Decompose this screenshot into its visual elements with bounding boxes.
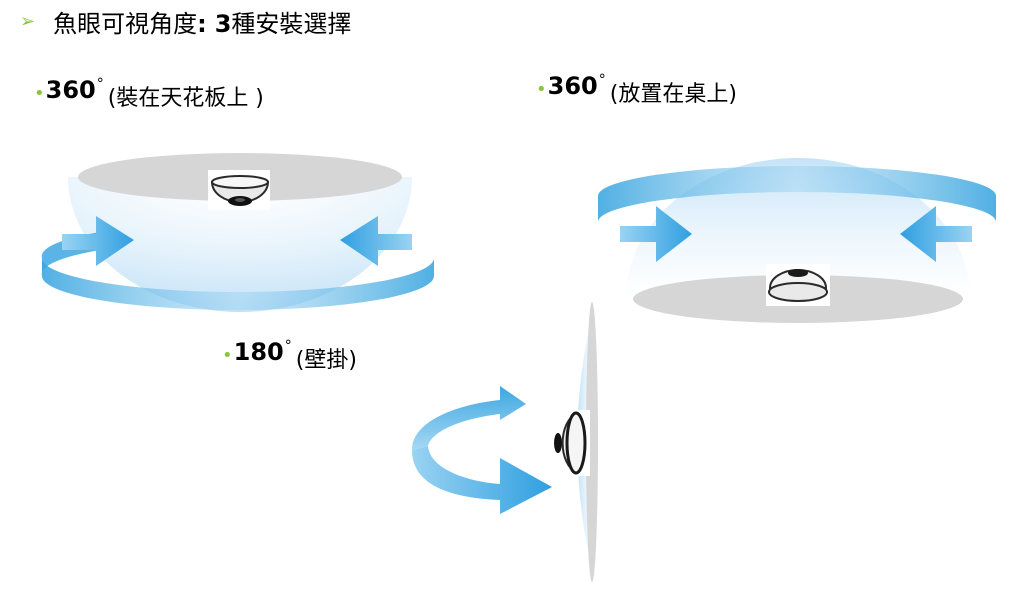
- bullet-icon: •: [34, 83, 45, 104]
- ceiling-arrow-left: [340, 216, 412, 266]
- desk-arrow-right: [620, 206, 692, 262]
- slide-title: ➢ 魚眼可視角度:3種安裝選擇: [20, 4, 351, 38]
- title-number: 3: [214, 9, 232, 38]
- angle-value: 360: [45, 76, 96, 104]
- bullet-icon: •: [536, 79, 547, 100]
- angle-value: 180: [233, 338, 284, 366]
- title-prefix: 魚眼可視角度: [53, 9, 198, 38]
- bullet-icon: •: [222, 345, 233, 366]
- desk-mount-illustration: [598, 158, 996, 323]
- title-text: 魚眼可視角度:3種安裝選擇: [53, 4, 351, 39]
- angle-value: 360: [547, 72, 598, 100]
- mount-caption: (裝在天花板上 ): [107, 86, 264, 111]
- ceiling-mount-label: • 360 ° (裝在天花板上 ): [34, 76, 264, 112]
- degree-symbol: °: [598, 72, 606, 88]
- mount-caption: (壁掛): [295, 348, 357, 373]
- wall-camera: [550, 410, 590, 476]
- ceiling-camera: [208, 170, 270, 210]
- ceiling-rotation-ring: [42, 258, 434, 310]
- wall-mount-label: • 180 ° (壁掛): [222, 338, 357, 374]
- mount-caption: (放置在桌上): [609, 82, 737, 107]
- title-colon: :: [197, 9, 207, 38]
- ceiling-mount-illustration: [41, 153, 434, 312]
- wall-surface: [586, 302, 598, 582]
- ceiling-arrow-right: [62, 216, 134, 266]
- ceiling-dome: [68, 177, 412, 312]
- desk-mount-label: • 360 ° (放置在桌上): [536, 72, 737, 108]
- wall-mount-illustration: [412, 302, 598, 582]
- desk-arrow-left: [900, 206, 972, 262]
- degree-symbol: °: [96, 76, 104, 92]
- desk-camera: [766, 264, 830, 306]
- wall-rotation-arrow-front: [412, 446, 552, 514]
- wall-rotation-arrow-back: [412, 386, 526, 450]
- title-suffix: 種安裝選擇: [231, 9, 352, 38]
- degree-symbol: °: [284, 338, 292, 354]
- desk-rotation-ring: [598, 166, 996, 222]
- title-bullet-icon: ➢: [20, 10, 36, 32]
